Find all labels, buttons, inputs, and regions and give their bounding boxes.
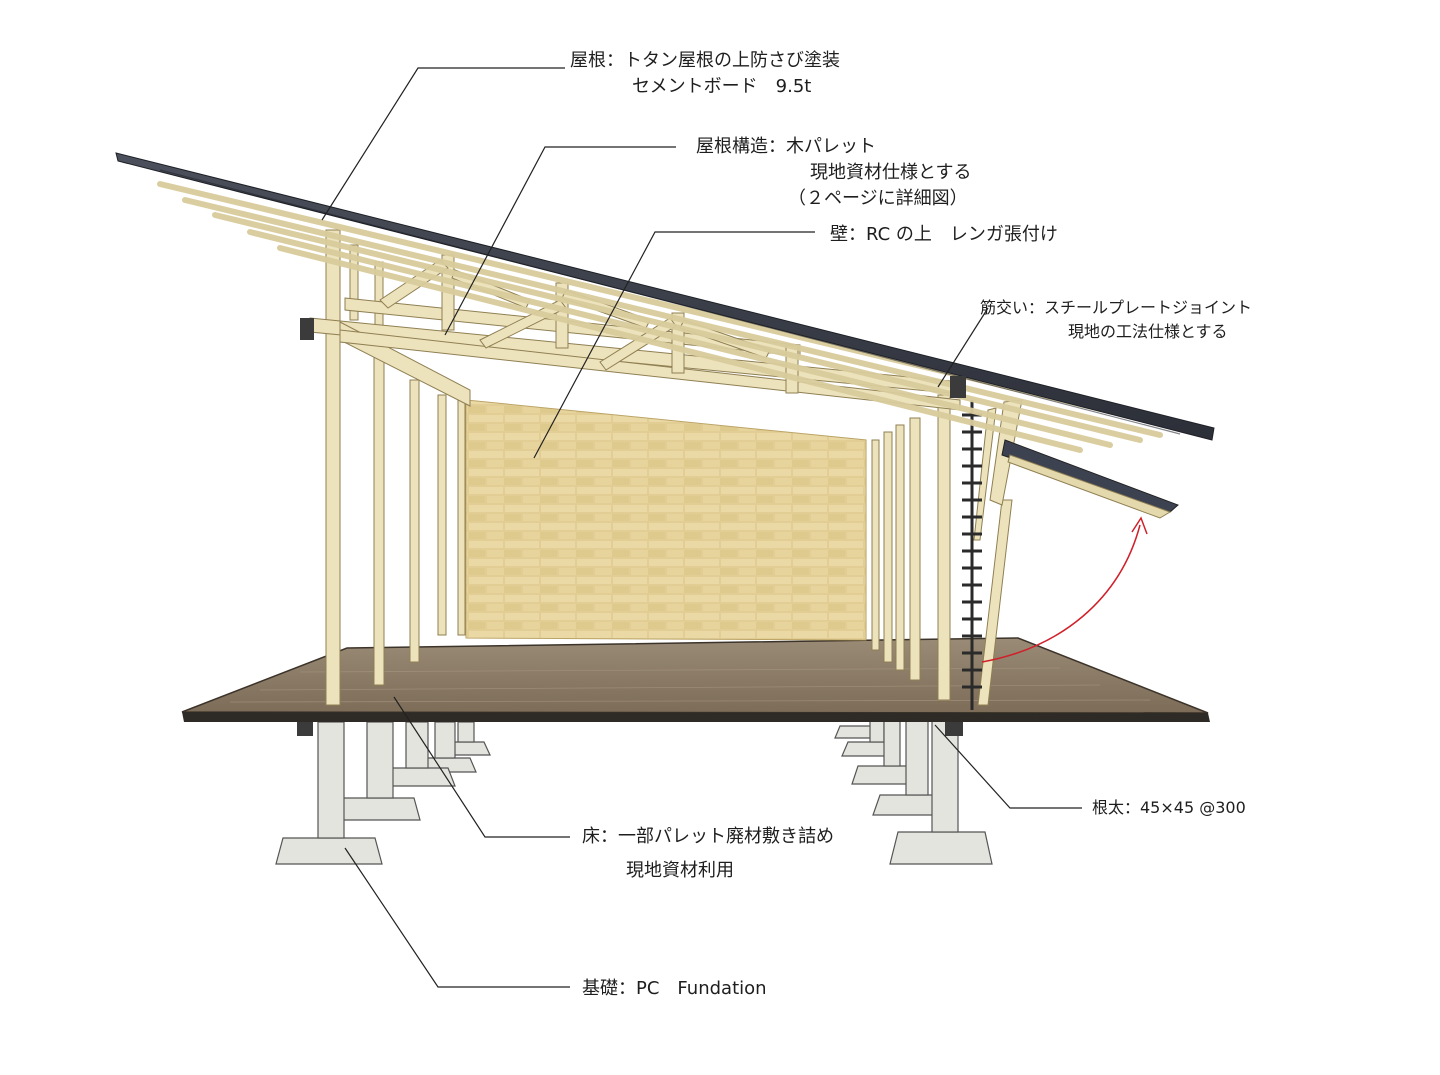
label-roof: 屋根：トタン屋根の上防さび塗装 セメントボード 9.5t [570,48,840,100]
label-brace-line2: 現地の工法仕様とする [1068,322,1228,341]
leader-roof-structure [444,146,676,336]
label-wall: 壁：RC の上 レンガ張付け [830,222,1058,248]
label-brace: 筋交い：スチールプレートジョイント 現地の工法仕様とする [980,296,1252,344]
leader-brace [937,307,989,388]
label-roof-structure-line3: （２ページに詳細図） [788,188,968,209]
leader-roof [321,67,565,221]
label-foundation: 基礎：PC Fundation [582,976,767,1002]
beam-end-right [950,376,966,398]
brick-wall [465,399,867,641]
label-joist: 根太：45×45 @300 [1092,796,1246,820]
label-roof-structure-line1: 屋根構造：木パレット [696,136,876,157]
label-roof-structure: 屋根構造：木パレット 現地資材仕様とする （２ページに詳細図） [696,134,971,212]
roof-sheet [115,152,1215,441]
label-brace-line1: 筋交い：スチールプレートジョイント [980,298,1253,317]
label-roof-line2: セメントボード 9.5t [632,76,812,97]
roof-flap [1001,439,1179,519]
foundation-piers [275,719,993,865]
leader-foundation [344,847,570,988]
label-foundation-line1: 基礎：PC Fundation [582,978,767,999]
leader-floor [393,696,570,838]
leader-wall [533,231,815,459]
label-joist-line1: 根太：45×45 @300 [1092,798,1246,817]
label-roof-structure-line2: 現地資材仕様とする [810,162,972,183]
label-floor: 床：一部パレット廃材敷き詰め 現地資材利用 [582,824,834,884]
leader-joist [934,724,1082,809]
opening-arrow [981,516,1148,663]
label-floor-line1: 床：一部パレット廃材敷き詰め [582,826,834,847]
floor-deck [181,637,1210,722]
wood-posts-left [325,229,466,706]
label-roof-line1: 屋根：トタン屋根の上防さび塗装 [570,50,840,71]
label-floor-line2: 現地資材利用 [626,860,734,881]
leader-lines [321,67,1082,988]
beam-end-left [300,318,314,340]
label-wall-line1: 壁：RC の上 レンガ張付け [830,224,1058,245]
